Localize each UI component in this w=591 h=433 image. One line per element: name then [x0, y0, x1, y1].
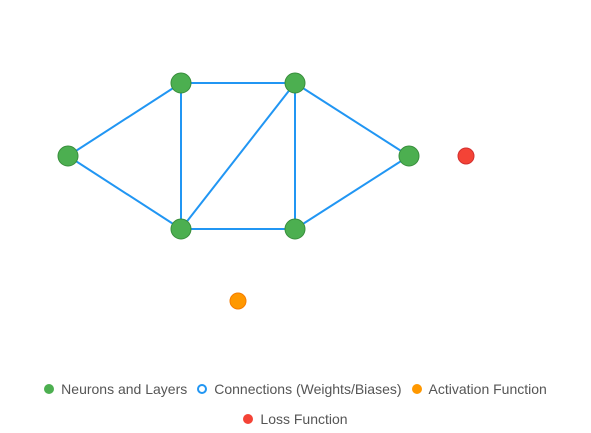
legend-item-connections[interactable]: Connections (Weights/Biases)	[197, 380, 402, 398]
neuron-node[interactable]	[170, 218, 192, 240]
legend-item-activation[interactable]: Activation Function	[411, 380, 547, 398]
connections-layer	[67, 82, 410, 230]
connection-edge[interactable]	[294, 82, 410, 157]
legend-label: Connections (Weights/Biases)	[214, 381, 402, 397]
neuron-node[interactable]	[284, 72, 306, 94]
connections-swatch-icon	[197, 384, 208, 394]
connection-edge[interactable]	[180, 82, 296, 230]
connection-edge[interactable]	[67, 155, 182, 230]
neuron-node[interactable]	[284, 218, 306, 240]
connection-edge[interactable]	[67, 82, 182, 157]
loss-function-node[interactable]	[457, 147, 475, 165]
loss-swatch-icon	[243, 414, 254, 424]
connection-edge[interactable]	[294, 155, 410, 230]
nodes-layer	[57, 72, 475, 310]
neuron-node[interactable]	[398, 145, 420, 167]
activation-swatch-icon	[411, 384, 422, 394]
legend-item-neurons[interactable]: Neurons and Layers	[44, 380, 187, 398]
neuron-node[interactable]	[170, 72, 192, 94]
legend-label: Neurons and Layers	[61, 381, 188, 397]
legend-label: Loss Function	[260, 411, 348, 427]
activation-function-node[interactable]	[229, 292, 247, 310]
legend-label: Activation Function	[428, 381, 547, 397]
neuron-node[interactable]	[57, 145, 79, 167]
network-graph	[57, 72, 475, 310]
legend: Neurons and Layers Connections (Weights/…	[0, 380, 591, 428]
legend-item-loss[interactable]: Loss Function	[243, 410, 348, 428]
neurons-swatch-icon	[44, 384, 55, 394]
